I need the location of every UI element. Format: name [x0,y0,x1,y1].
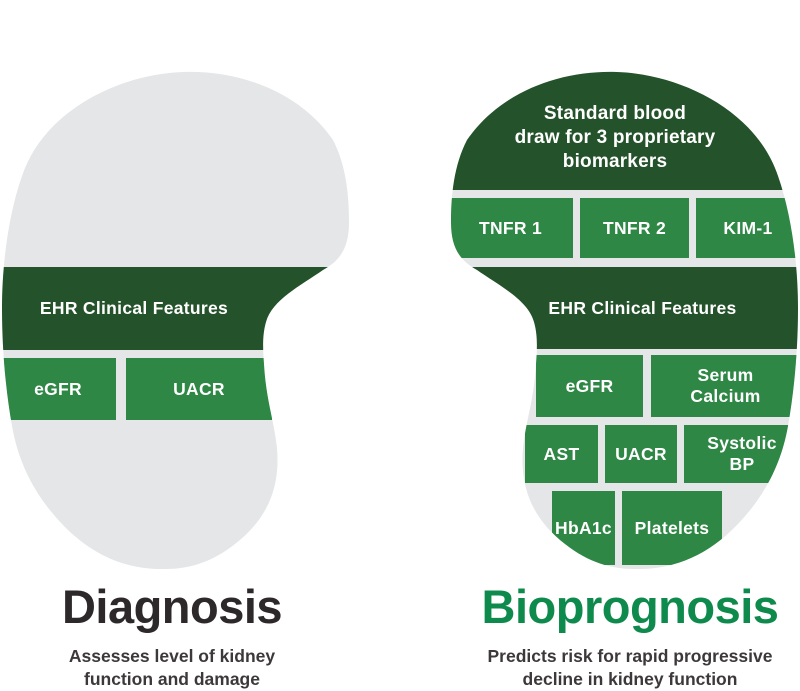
box-platelets: Platelets [622,491,722,565]
ehr-band-label-left: EHR Clinical Features [39,298,229,318]
box-serum-calcium: Serum Calcium [651,355,800,417]
diagnosis-kidney-shape: EHR Clinical Features eGFR UACR [0,70,360,580]
box-systolic-bp: Systolic BP [684,425,800,483]
diagnosis-title: Diagnosis [61,580,283,633]
ehr-band-label-right: EHR Clinical Features [548,297,737,318]
box-uacr-left: UACR [126,358,272,420]
box-ast: AST [525,425,598,483]
box-egfr-left: eGFR [0,358,116,420]
bioprognosis-subtitle: Predicts risk for rapid progressive decl… [487,646,773,689]
diagnosis-subtitle: Assesses level of kidney function and da… [68,646,276,689]
box-uacr-right: UACR [605,425,677,483]
bioprognosis-kidney-shape: Standard blood draw for 3 proprietary bi… [440,70,800,580]
bioprognosis-title: Bioprognosis [481,580,779,633]
box-tnfr2: TNFR 2 [580,198,689,258]
blood-draw-header-text: Standard blood draw for 3 proprietary bi… [514,103,716,172]
box-tnfr1: TNFR 1 [448,198,573,258]
box-hba1c: HbA1c [552,491,615,565]
box-kim1: KIM-1 [696,198,800,258]
box-egfr-right: eGFR [536,355,643,417]
